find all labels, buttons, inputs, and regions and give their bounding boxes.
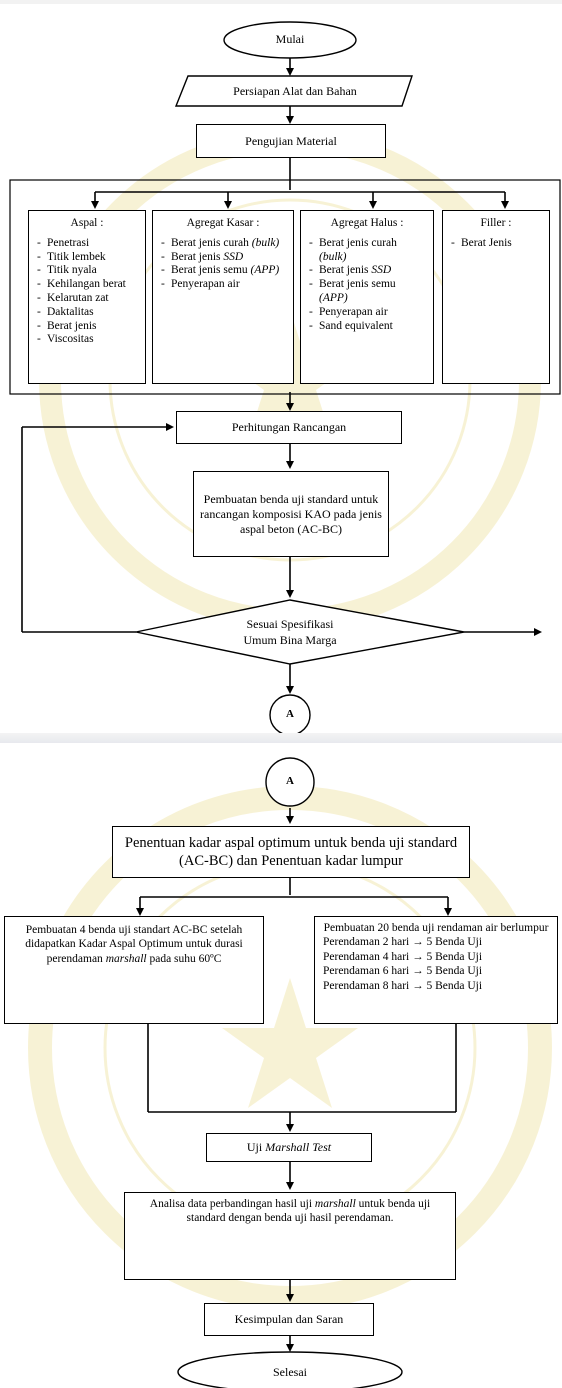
conclusion-label: Kesimpulan dan Saran [234,1312,344,1326]
connector-a-bottom-shape [265,757,315,807]
agregat-halus-item: Berat jenis SSD [307,264,427,278]
aspal-item: Penetrasi [35,237,139,251]
agregat-kasar-title: Agregat Kasar : [186,217,260,229]
agregat-kasar-item: Berat jenis semu (APP) [159,264,287,278]
connector-a-bottom-label: A [286,775,294,787]
soak-row: Perendaman 2 hari → 5 Benda Uji [323,936,483,949]
filler-item: Berat Jenis [449,237,543,251]
agregat-halus-item: Sand equivalent [307,320,427,334]
soak-row: Perendaman 8 hari → 5 Benda Uji [323,979,483,992]
aspal-list: Penetrasi Titik lembek Titik nyala Kehil… [35,237,139,347]
aspal-item: Berat jenis [35,320,139,334]
design-calc-label: Perhitungan Rancangan [231,420,347,434]
analysis-text: Analisa data perbandingan hasil uji mars… [149,1198,431,1225]
prep-parallelogram-shape [174,75,413,107]
aspal-item: Viscositas [35,333,139,347]
filler-box: Filler : Berat Jenis [442,210,550,384]
standard-specimen-box: Pembuatan 4 benda uji standart AC-BC set… [4,916,264,1024]
mud-soak-title: Pembuatan 20 benda uji rendaman air berl… [323,922,549,934]
aspal-box: Aspal : Penetrasi Titik lembek Titik nya… [28,210,146,384]
soak-row: Perendaman 4 hari → 5 Benda Uji [323,950,483,963]
filler-list: Berat Jenis [449,237,543,251]
aspal-title: Aspal : [70,217,104,229]
agregat-kasar-box: Agregat Kasar : Berat jenis curah (bulk)… [152,210,294,384]
agregat-halus-list: Berat jenis curah (bulk) Berat jenis SSD… [307,237,427,334]
connector-a-top-label: A [286,708,294,720]
start-label: Mulai [275,32,305,46]
end-label: Selesai [273,1365,307,1379]
agregat-halus-title: Agregat Halus : [330,217,404,229]
start-terminal-shape [223,21,357,59]
aspal-item: Kehilangan berat [35,278,139,292]
soak-row: Perendaman 6 hari → 5 Benda Uji [323,965,483,978]
analysis-box: Analisa data perbandingan hasil uji mars… [124,1192,456,1280]
design-calc-box: Perhitungan Rancangan [176,411,402,444]
aspal-item: Titik nyala [35,264,139,278]
material-testing-box: Pengujian Material [196,124,386,158]
agregat-halus-box: Agregat Halus : Berat jenis curah (bulk)… [300,210,434,384]
material-testing-label: Pengujian Material [245,133,337,148]
material-group-frame [9,179,561,395]
top-strip [0,0,562,4]
filler-title: Filler : [480,217,512,229]
decision-diamond-shape [135,599,465,665]
agregat-halus-item: Penyerapan air [307,306,427,320]
marshall-test-label: Uji Marshall Test [246,1140,332,1154]
agregat-kasar-item: Penyerapan air [159,278,287,292]
prep-label: Persiapan Alat dan Bahan [233,84,357,98]
decision-label-line1: Sesuai Spesifikasi [246,617,334,631]
agregat-kasar-list: Berat jenis curah (bulk) Berat jenis SSD… [159,237,287,292]
aspal-item: Daktalitas [35,306,139,320]
decision-label-line2: Umum Bina Marga [243,633,337,647]
marshall-test-box: Uji Marshall Test [206,1133,372,1162]
conclusion-box: Kesimpulan dan Saran [204,1303,374,1336]
aspal-item: Kelarutan zat [35,292,139,306]
specimen-make-label: Pembuatan benda uji standard untuk ranca… [200,491,382,536]
agregat-halus-item: Berat jenis semu (APP) [307,278,427,306]
aspal-item: Titik lembek [35,251,139,265]
optimum-content-box: Penentuan kadar aspal optimum untuk bend… [112,826,470,878]
agregat-halus-item: Berat jenis curah (bulk) [307,237,427,265]
end-terminal-shape [177,1351,403,1388]
agregat-kasar-item: Berat jenis curah (bulk) [159,237,287,251]
standard-specimen-text: Pembuatan 4 benda uji standart AC-BC set… [25,924,243,965]
agregat-kasar-item: Berat jenis SSD [159,251,287,265]
mud-soak-box: Pembuatan 20 benda uji rendaman air berl… [314,916,558,1024]
specimen-make-box: Pembuatan benda uji standard untuk ranca… [193,471,389,557]
optimum-content-label: Penentuan kadar aspal optimum untuk bend… [124,834,458,869]
page-separator [0,733,562,743]
